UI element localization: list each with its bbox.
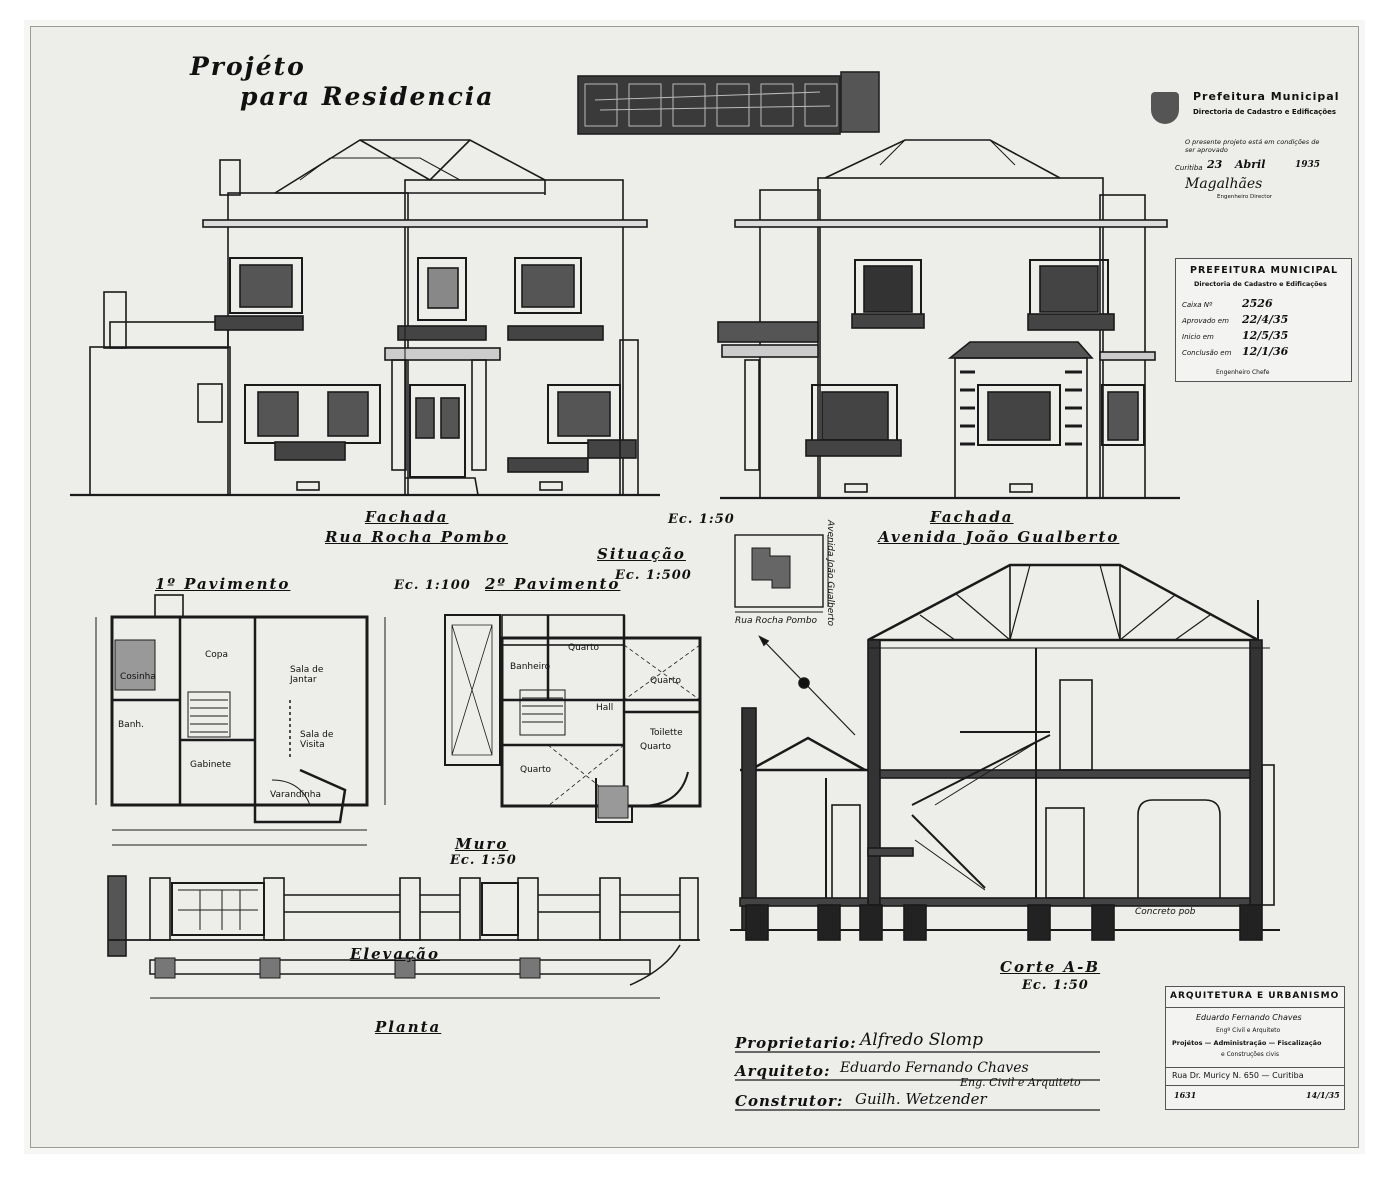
architect-signature: Eduardo Fernando Chaves [840, 1060, 1029, 1076]
signature-lines [735, 1051, 1100, 1111]
facade-right-drawing [717, 139, 1180, 500]
facade-left-drawing [70, 139, 660, 497]
architect-credential: Eng. Civil e Arquiteto [960, 1076, 1081, 1089]
room-label: Copa [205, 650, 229, 660]
floor-plan-2-drawing [444, 614, 702, 823]
room-label: Banheiro [510, 662, 551, 672]
conclusao-value: 12/1/36 [1242, 345, 1289, 358]
section-title: Corte A-B [1000, 958, 1101, 976]
firm-number: 1631 [1174, 1090, 1197, 1100]
facade-left-title: Fachada [365, 508, 449, 526]
room-label: Cosinha [120, 672, 156, 682]
prefeitura-top-date-prefix: Curitiba [1175, 164, 1203, 172]
prefeitura-top-month: Abril [1235, 158, 1266, 171]
room-label: Varandinha [270, 790, 322, 800]
firm-date: 14/1/35 [1306, 1090, 1340, 1100]
facade-left-street: Rua Rocha Pombo [325, 528, 509, 546]
firm-services: Projétos — Administração — Fiscalização [1172, 1039, 1322, 1047]
room-label: Banh. [118, 720, 144, 730]
blueprint-sheet [30, 26, 1359, 1148]
wall-scale: Ec. 1:50 [450, 853, 517, 868]
conclusao-label: Conclusão em [1182, 349, 1232, 357]
room-label: Quarto [568, 643, 600, 653]
firm-services-2: e Construções civis [1221, 1051, 1280, 1058]
floor2-title: 2º Pavimento [485, 575, 621, 593]
prefeitura-box-subtitle: Directoria de Cadastro e Edificações [1194, 280, 1327, 288]
prefeitura-top-stamp: Prefeitura Municipal Directoria de Cadas… [1145, 86, 1338, 201]
wall-elevation-title: Elevação [350, 945, 440, 963]
firm-credential: Engº Civil e Arquiteto [1216, 1027, 1281, 1034]
owner-signature: Alfredo Slomp [860, 1030, 984, 1050]
facade-right-street: Avenida João Gualberto [878, 528, 1120, 546]
wall-plan-title: Planta [375, 1018, 442, 1036]
facade-right-title: Fachada [930, 508, 1014, 526]
prefeitura-top-subtitle: Directoria de Cadastro e Edificações [1193, 108, 1337, 116]
room-label: Sala de Jantar [290, 665, 324, 685]
site-plan-drawing [734, 534, 856, 736]
builder-label: Construtor: [735, 1092, 844, 1110]
firm-title: ARQUITETURA E URBANISMO [1170, 991, 1340, 1001]
facade-scale: Ec. 1:50 [668, 512, 735, 527]
architect-label: Arquiteto: [735, 1062, 831, 1080]
wall-title: Muro [455, 835, 509, 853]
coat-of-arms-icon [1151, 92, 1179, 124]
firm-stamp: ARQUITETURA E URBANISMO Eduardo Fernando… [1165, 986, 1345, 1110]
caixa-value: 2526 [1242, 297, 1273, 310]
revenue-stamps [577, 71, 880, 135]
section-scale: Ec. 1:50 [1022, 978, 1089, 993]
firm-name: Eduardo Fernando Chaves [1196, 1013, 1302, 1022]
caixa-label: Caixa Nº [1182, 301, 1213, 309]
room-label: Hall [596, 703, 614, 713]
situation-title: Situação [597, 545, 686, 563]
wall-drawing [107, 875, 700, 999]
aprovado-label: Aprovado em [1182, 317, 1229, 325]
owner-label: Proprietario: [735, 1034, 857, 1052]
prefeitura-box-title: PREFEITURA MUNICIPAL [1190, 265, 1339, 276]
prefeitura-top-role: Engenheiro Director [1217, 194, 1273, 200]
inicio-label: Inicio em [1182, 333, 1214, 341]
prefeitura-box-stamp: PREFEITURA MUNICIPAL Directoria de Cadas… [1175, 258, 1352, 382]
section-ab-drawing [730, 563, 1280, 941]
floor-plan-1-drawing [95, 594, 386, 846]
inicio-value: 12/5/35 [1242, 329, 1289, 342]
floor1-title: 1º Pavimento [155, 575, 291, 593]
section-note: Concreto pob [1135, 907, 1196, 917]
room-label: Toilette [650, 728, 683, 738]
firm-address: Rua Dr. Muricy N. 650 — Curitiba [1172, 1071, 1304, 1080]
situation-street-side: Avenida João Gualberto [825, 520, 835, 627]
room-label: Quarto [650, 676, 682, 686]
room-label: Sala de Visita [300, 730, 334, 750]
prefeitura-top-title: Prefeitura Municipal [1193, 90, 1340, 103]
room-label: Gabinete [190, 760, 232, 770]
prefeitura-top-day: 23 [1207, 158, 1223, 171]
situation-scale: Ec. 1:500 [615, 568, 692, 583]
room-label: Quarto [520, 765, 552, 775]
plans-scale: Ec. 1:100 [394, 578, 471, 593]
prefeitura-top-year: 1935 [1295, 160, 1321, 170]
title-line-2: para Residencia [240, 82, 495, 111]
prefeitura-top-text: O presente projeto está em condições de … [1185, 138, 1320, 154]
prefeitura-top-signature: Magalhães [1185, 176, 1263, 192]
room-label: Quarto [640, 742, 672, 752]
aprovado-value: 22/4/35 [1242, 313, 1289, 326]
title-line-1: Projéto [190, 52, 306, 81]
prefeitura-box-role: Engenheiro Chefe [1216, 369, 1270, 376]
situation-street-bottom: Rua Rocha Pombo [735, 616, 818, 626]
builder-signature: Guilh. Wetzender [855, 1090, 987, 1108]
